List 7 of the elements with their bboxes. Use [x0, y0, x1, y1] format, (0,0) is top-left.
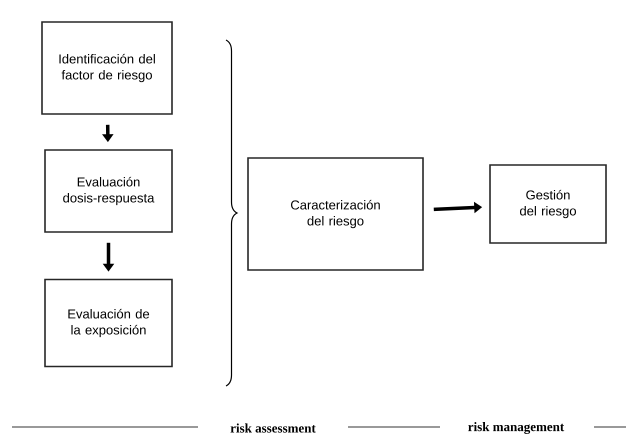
process-box: Evaluación dosis-respuesta — [44, 149, 173, 233]
process-box: Caracterización del riesgo — [247, 157, 424, 271]
process-box: Gestión del riesgo — [489, 164, 607, 244]
section-label: risk management — [468, 422, 564, 434]
section-label: risk assessment — [230, 423, 316, 433]
process-box: Evaluación de la exposición — [44, 278, 173, 368]
process-box: Identificación del factor de riesgo — [41, 21, 173, 115]
